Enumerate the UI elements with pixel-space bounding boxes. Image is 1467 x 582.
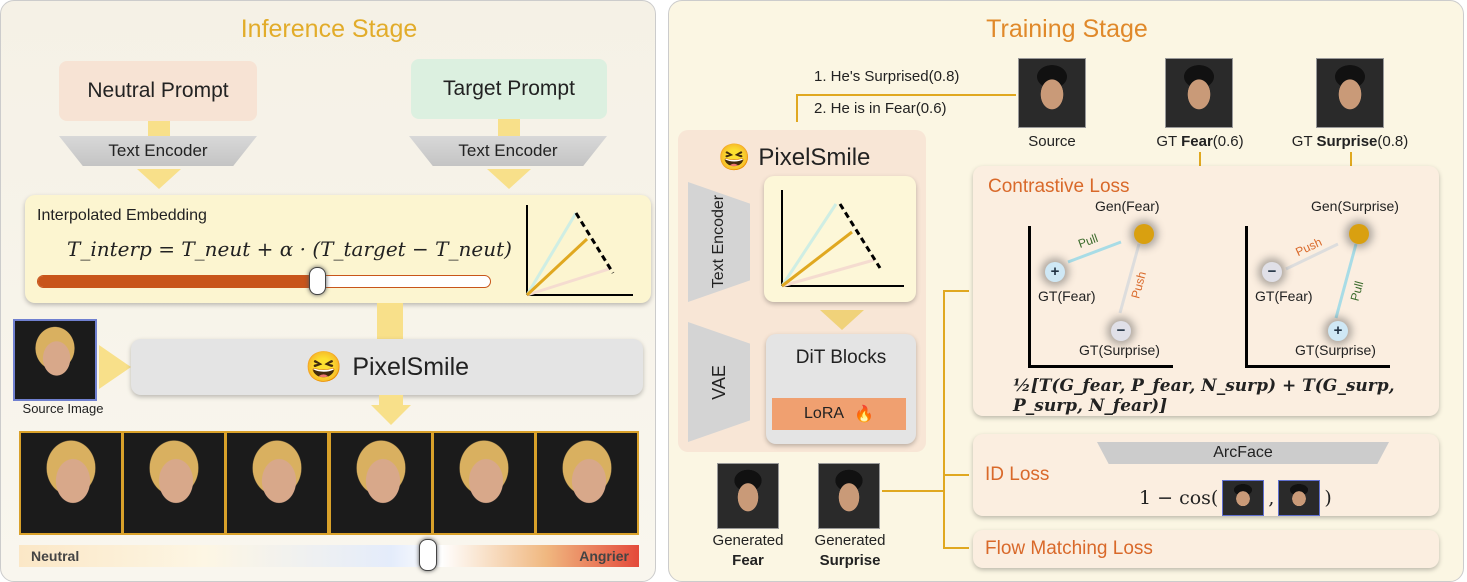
interp-formula: T_interp = T_neut + α · (T_target − T_ne… (67, 237, 512, 261)
text-encoder-neutral: Text Encoder (59, 136, 257, 166)
vector-box (764, 176, 916, 302)
gt-surprise-label: GT Surprise(0.8) (1291, 133, 1409, 150)
output-image (19, 431, 123, 535)
gt-fear-face (1165, 58, 1233, 128)
minus-icon: − (1262, 262, 1282, 282)
vector-interp-icon (525, 205, 633, 297)
contrastive-formula: ½[T(G_fear, P_fear, N_surp) + T(G_surp, … (1013, 376, 1395, 416)
output-image (225, 431, 329, 535)
gt-fear-point-label: GT(Fear) (1038, 288, 1096, 304)
grin-emoji-icon: 😆 (718, 142, 751, 172)
scale-left-label: Neutral (31, 548, 80, 564)
source-label: Source (1028, 133, 1076, 150)
scale-knob[interactable] (419, 539, 438, 571)
prompt-1: 1. He's Surprised(0.8) (814, 68, 960, 85)
dit-label: DiT Blocks (795, 347, 887, 368)
face-landmark-image (1278, 480, 1321, 516)
alpha-slider-fill (38, 276, 319, 287)
model-name: PixelSmile (758, 143, 871, 171)
id-loss-box: ID Loss ArcFace 1 − cos( , ) (973, 434, 1439, 516)
gt-surp-point-label: GT(Surprise) (1295, 342, 1376, 358)
generated-fear-face (717, 463, 779, 529)
alpha-slider-knob[interactable] (309, 267, 327, 295)
output-image (535, 431, 639, 535)
lora-block: LoRA🔥 (772, 398, 906, 430)
gt-surprise-face (1316, 58, 1384, 128)
pixelsmile-training-box: 😆 PixelSmile Text Encoder VAE DiT Blocks… (678, 130, 926, 452)
expression-scale[interactable]: Neutral Angrier (19, 539, 639, 571)
flow-matching-loss-box: Flow Matching Loss (973, 530, 1439, 568)
fire-icon: 🔥 (854, 406, 874, 423)
gen-surp-label: Gen(Surprise) (1311, 198, 1399, 214)
gt-surp-point-label: GT(Surprise) (1079, 342, 1160, 358)
output-image (432, 431, 536, 535)
gt-fear-label: GT Fear(0.6) (1156, 133, 1244, 150)
inference-panel: Inference Stage Neutral Prompt Target Pr… (0, 0, 656, 582)
face-landmark-image (1222, 480, 1265, 516)
gt-fear-point-label: GT(Fear) (1255, 288, 1313, 304)
text-encoder-block: Text Encoder (710, 195, 728, 289)
minus-icon: − (1111, 321, 1131, 341)
scale-right-label: Angrier (579, 548, 629, 564)
generated-surprise-face (818, 463, 880, 529)
contrastive-loss-box: Contrastive Loss + − − + Gen(Fear) Gen(S… (973, 166, 1439, 416)
plus-icon: + (1045, 262, 1065, 282)
id-loss-title: ID Loss (985, 464, 1050, 485)
output-image (122, 431, 226, 535)
interp-title: Interpolated Embedding (37, 207, 207, 224)
prompt-2: 2. He is in Fear(0.6) (814, 100, 947, 117)
vector-interp-icon (780, 190, 904, 288)
text-encoder-target: Text Encoder (409, 136, 607, 166)
grin-emoji-icon: 😆 (304, 350, 343, 384)
neutral-prompt: Neutral Prompt (59, 61, 257, 121)
source-image-label: Source Image (22, 401, 104, 416)
training-title: Training Stage (986, 15, 1148, 43)
output-image (329, 431, 433, 535)
source-image (13, 319, 97, 401)
vae-block: VAE (708, 364, 729, 400)
arcface-block: ArcFace (1097, 442, 1389, 464)
interpolated-embedding-box: Interpolated Embedding T_interp = T_neut… (25, 195, 651, 303)
plus-icon: + (1328, 321, 1348, 341)
source-face (1018, 58, 1086, 128)
alpha-slider[interactable] (37, 267, 491, 295)
model-name: PixelSmile (352, 352, 470, 381)
contrastive-loss-title: Contrastive Loss (988, 176, 1130, 197)
flow-loss-title: Flow Matching Loss (985, 538, 1153, 559)
id-loss-formula: 1 − cos( , ) (1139, 480, 1332, 516)
gen-fear-label: Gen(Fear) (1095, 198, 1160, 214)
inference-title: Inference Stage (240, 15, 418, 43)
pixelsmile-model: 😆 PixelSmile (131, 339, 643, 395)
dit-blocks: DiT Blocks LoRA🔥 (766, 334, 916, 444)
target-prompt: Target Prompt (411, 59, 607, 119)
